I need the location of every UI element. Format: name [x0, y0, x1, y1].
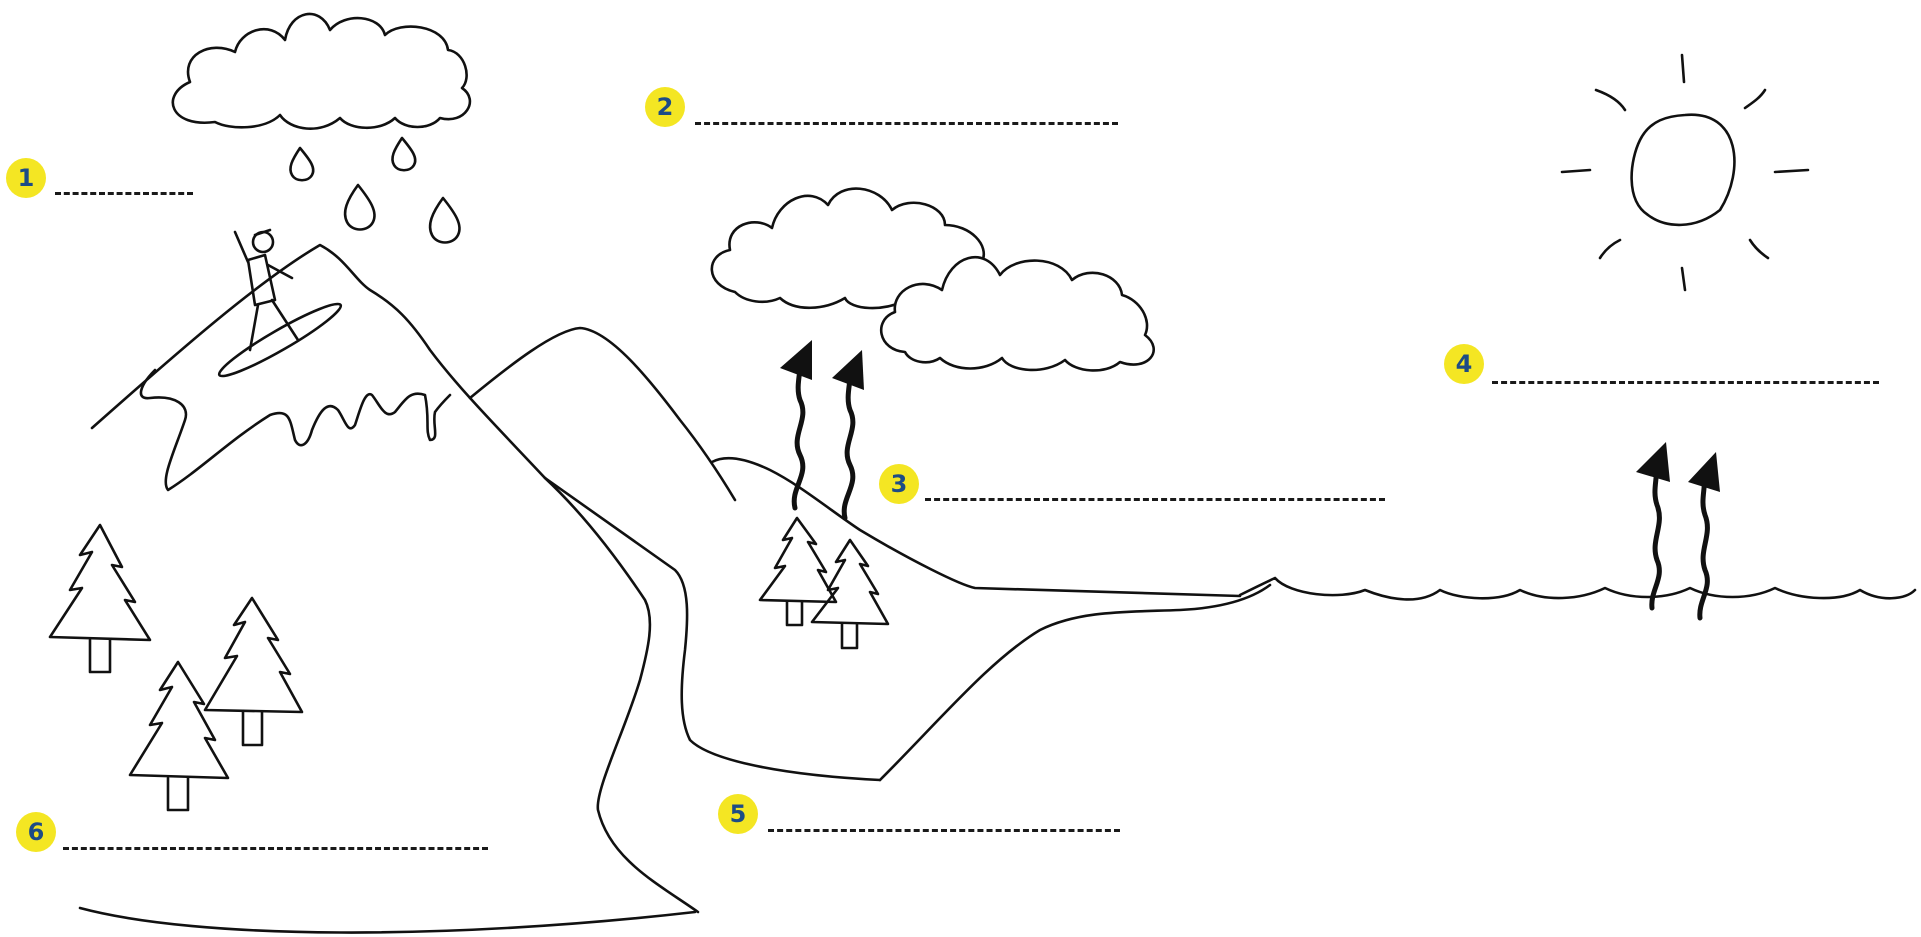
label-badge-1: 1 — [6, 158, 46, 198]
mountain-ridge — [470, 328, 1240, 912]
sun-icon — [1562, 55, 1808, 290]
rain-cloud-icon — [173, 14, 470, 129]
raindrop-icon — [430, 198, 459, 243]
sea-waves — [1240, 578, 1915, 599]
raindrop-icon — [392, 138, 415, 170]
answer-blank-4[interactable] — [1492, 381, 1879, 384]
lake-icon — [80, 585, 1270, 933]
vapor-arrow-icon — [780, 340, 864, 518]
pine-tree-icon — [812, 540, 888, 648]
answer-blank-1[interactable] — [55, 192, 193, 195]
raindrops — [290, 138, 459, 243]
pine-tree-icon — [760, 518, 836, 625]
label-badge-2: 2 — [645, 87, 685, 127]
pine-tree-icon — [130, 662, 228, 810]
label-badge-4: 4 — [1444, 344, 1484, 384]
snowy-mountain — [92, 245, 545, 490]
answer-blank-3[interactable] — [925, 498, 1385, 501]
raindrop-icon — [345, 185, 374, 230]
pine-tree-icon — [205, 598, 302, 745]
pine-tree-icon — [50, 525, 150, 672]
answer-blank-5[interactable] — [768, 829, 1120, 832]
raindrop-icon — [290, 148, 313, 180]
answer-blank-6[interactable] — [63, 847, 488, 850]
label-badge-6: 6 — [16, 812, 56, 852]
label-badge-5: 5 — [718, 794, 758, 834]
label-badge-3: 3 — [879, 464, 919, 504]
answer-blank-2[interactable] — [695, 122, 1118, 125]
